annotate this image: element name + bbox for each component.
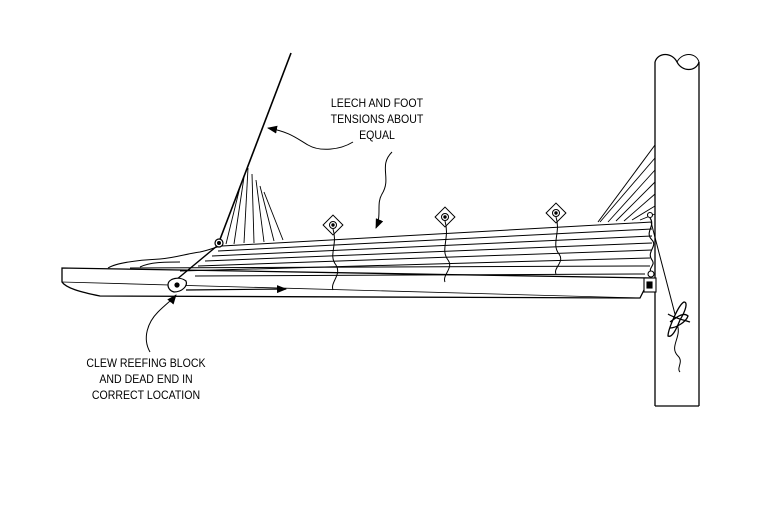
callout-line: CORRECT LOCATION bbox=[91, 388, 201, 402]
clew-ring-icon bbox=[214, 238, 224, 248]
cleat-icon bbox=[667, 301, 691, 337]
callout-line: LEECH AND FOOT bbox=[330, 96, 424, 110]
clew-leader bbox=[145, 294, 177, 353]
leech-foot-leader bbox=[267, 125, 393, 229]
furled-sail-folds bbox=[107, 221, 653, 277]
leech-foot-callout: LEECH AND FOOT TENSIONS ABOUT EQUAL bbox=[320, 95, 434, 143]
callout-line: CLEW REEFING BLOCK bbox=[86, 356, 206, 370]
sail-leech bbox=[218, 52, 656, 243]
luff-hatching bbox=[599, 157, 656, 223]
boom bbox=[61, 267, 652, 299]
mast bbox=[654, 53, 700, 407]
reef-point-icon bbox=[322, 202, 567, 291]
clew-block-icon bbox=[167, 277, 187, 293]
gooseneck-icon bbox=[643, 211, 657, 293]
callout-line: AND DEAD END IN bbox=[99, 372, 193, 386]
callout-line: EQUAL bbox=[359, 128, 395, 142]
clew-block-callout: CLEW REEFING BLOCK AND DEAD END IN CORRE… bbox=[84, 355, 207, 403]
reefing-line bbox=[175, 245, 287, 294]
leech-hatching bbox=[225, 167, 284, 245]
reef-tail-line bbox=[650, 221, 681, 373]
callout-line: TENSIONS ABOUT bbox=[330, 112, 424, 126]
